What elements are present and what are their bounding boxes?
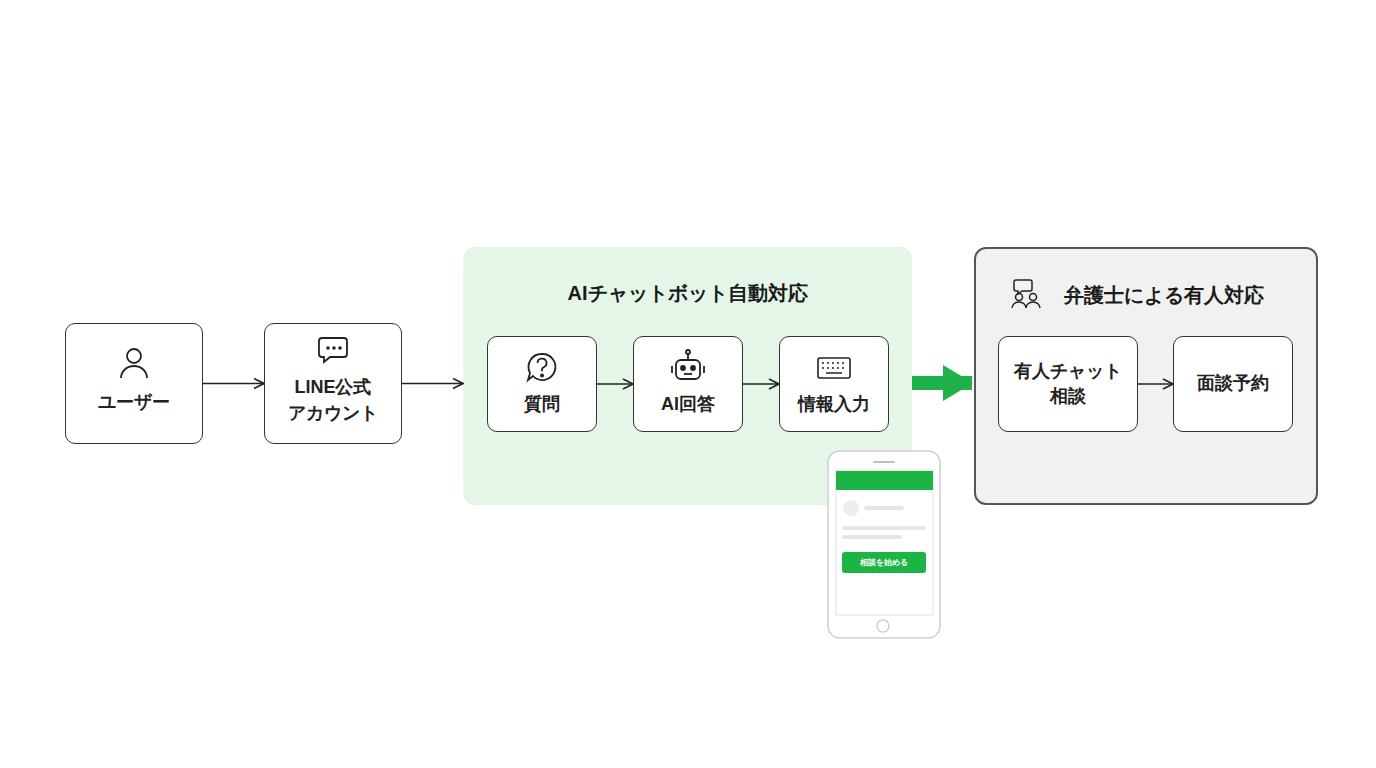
robot-icon [672,350,704,379]
phone-illustration [828,451,940,638]
chat-dot [327,347,329,349]
box-label: AI回答 [661,392,715,417]
person-body [1026,302,1040,308]
robot-ear [671,366,673,373]
phone-body [828,451,940,638]
button-label-box: 相談を始める [842,552,926,573]
appointment-box: 面談予約 [1173,336,1293,432]
person-icon [121,349,147,378]
flow-arrow [1138,383,1173,385]
chat-bubble [1014,280,1032,294]
flow-arrow [402,383,463,385]
chat-dot [339,347,341,349]
box-label: 面談予約 [1197,371,1269,396]
box-label: 質問 [524,392,560,417]
person-body [1012,302,1026,308]
robot-mouth [684,373,692,375]
phone-home-button [877,620,889,632]
chat-dot [333,347,335,349]
question-box: 質問 [487,336,597,432]
robot-eye [691,366,695,370]
box-label: LINE公式 アカウント [275,375,391,425]
keyboard-keys [822,363,844,373]
robot-ear [703,366,705,373]
question-icon [528,354,555,380]
edge-layer [203,383,1173,384]
person-body [121,366,147,378]
ai-chatbot-group: AIチャットボット自動対応質問 AI回答 情報入力 [463,247,912,505]
box-label: 情報入力 [798,392,870,417]
handoff-arrow [912,376,972,390]
group-heading: AIチャットボット自動対応 [463,280,912,307]
person-head [1030,294,1037,301]
robot-head [676,360,700,379]
text-placeholder [864,506,904,510]
chat-icon [319,338,347,362]
ai-answer-box: AI回答 [633,336,743,432]
info-input-box: 情報入力 [779,336,889,432]
chat-bubble [319,338,347,362]
group-heading: 弁護士による有人対応 [976,282,1316,309]
robot-antenna [687,354,689,360]
keyboard-icon [818,358,850,378]
question-bubble [528,354,555,380]
flow-arrow [203,383,264,385]
user-box: ユーザー [65,323,203,444]
robot-antenna-tip [686,350,690,354]
lawyer-group: 弁護士による有人対応有人チャット 相談 面談予約 [974,247,1318,505]
start-button [842,552,926,573]
question-mark [538,359,547,372]
people-chat-icon [1012,280,1040,308]
human-chat-box: 有人チャット 相談 [998,336,1138,432]
avatar-placeholder [843,500,859,516]
box-label: ユーザー [98,390,170,415]
person-head [1016,294,1023,301]
button-label: 相談を始める [860,557,908,568]
question-dot [541,374,543,376]
flow-arrow [743,383,779,385]
box-label: 有人チャット 相談 [1009,359,1127,409]
person-head [127,349,141,363]
text-placeholder [842,535,902,539]
flow-arrow [597,383,633,385]
phone-screen [836,470,933,615]
phone-header-bar [836,471,933,490]
text-placeholder [842,526,926,530]
robot-eye [681,366,685,370]
line-account-box: LINE公式 アカウント [264,323,402,444]
phone-speaker [874,461,894,463]
keyboard-body [818,358,850,378]
